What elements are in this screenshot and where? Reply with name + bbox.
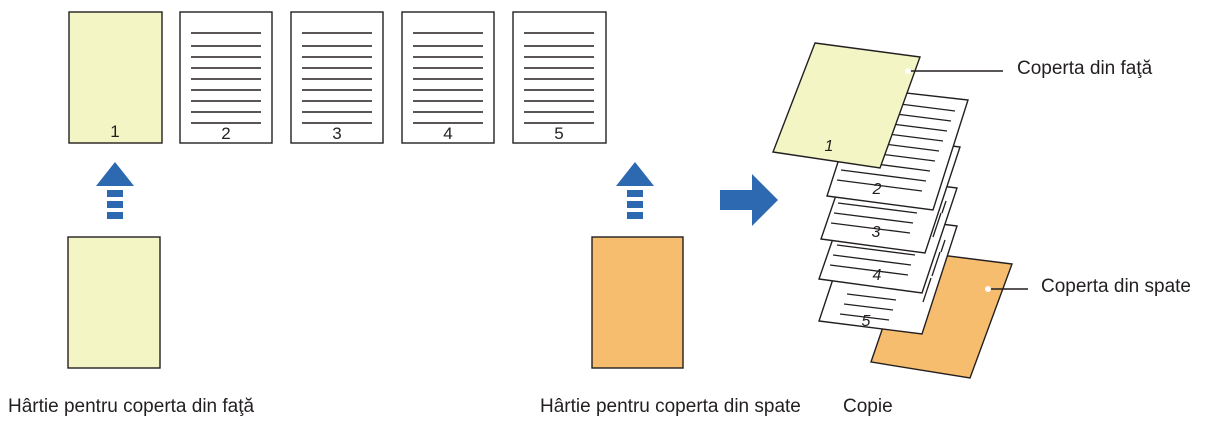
text-lines [413, 32, 483, 124]
page-number: 5 [554, 124, 563, 143]
back-cover-label: Coperta din spate [1041, 276, 1191, 297]
original-page-1: 1 [68, 11, 163, 144]
page-number: 1 [825, 138, 834, 155]
text-lines [524, 32, 594, 124]
up-arrow-icon-back [616, 162, 654, 219]
cover-sheet [68, 11, 163, 144]
front-cover-paper-caption: Hârtie pentru coperta din faţă [8, 396, 255, 417]
back-cover-paper [591, 236, 684, 369]
back-cover-leader [985, 286, 1028, 292]
copy-caption: Copie [843, 396, 893, 417]
front-cover-label: Coperta din faţă [1017, 58, 1153, 79]
text-lines [191, 32, 261, 124]
text-lines [302, 32, 372, 124]
copy-front-cover: 1 [772, 42, 921, 169]
original-page-4: 4 [401, 11, 495, 144]
back-cover-paper-caption: Hârtie pentru coperta din spate [540, 396, 801, 417]
page-number: 4 [873, 267, 882, 284]
page-number: 2 [872, 181, 882, 198]
front-cover-leader [905, 68, 1003, 74]
page-number: 4 [443, 124, 452, 143]
up-arrow-icon-front [96, 162, 134, 219]
right-arrow-icon [720, 174, 778, 226]
original-page-5: 5 [512, 11, 607, 144]
page-number: 1 [110, 122, 119, 141]
page-number: 3 [332, 124, 341, 143]
front-cover-paper [67, 236, 161, 369]
page-number: 2 [221, 124, 230, 143]
original-page-3: 3 [290, 11, 384, 144]
page-number: 5 [862, 313, 871, 330]
page-number: 3 [872, 224, 881, 241]
original-page-2: 2 [179, 11, 273, 144]
